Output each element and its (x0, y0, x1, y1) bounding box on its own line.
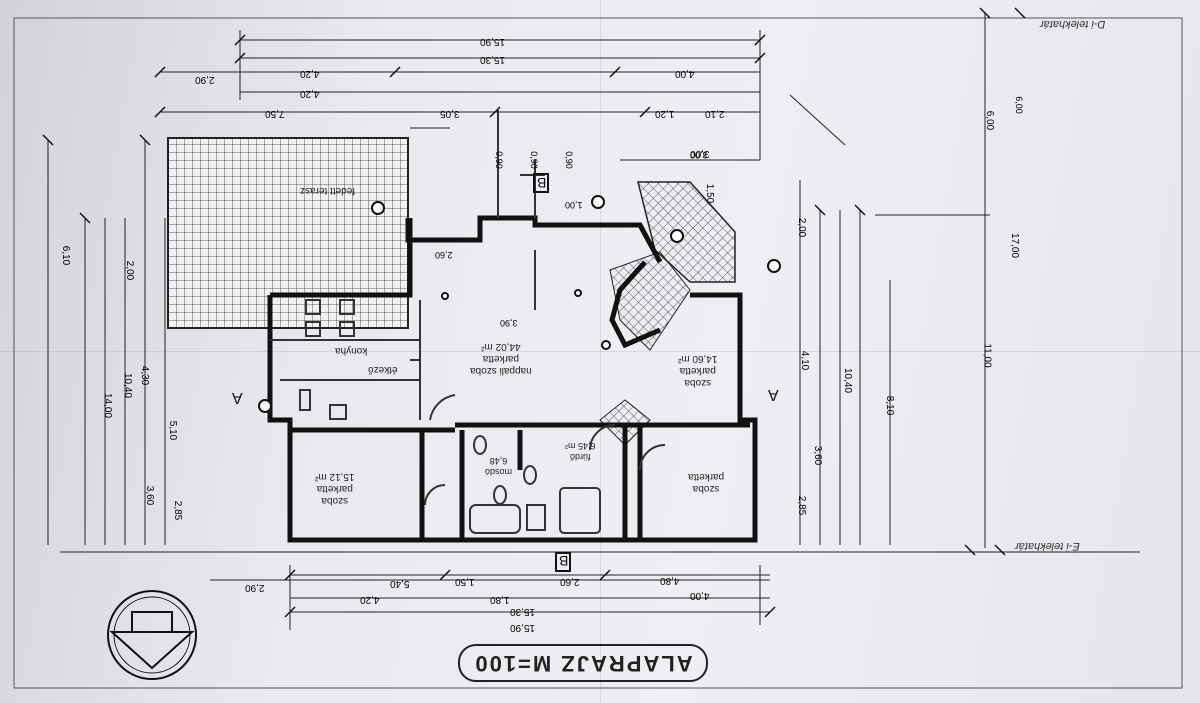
dim-left-4: 3,60 (144, 485, 156, 506)
dim-right-5: 4,10 (799, 350, 811, 371)
dim-top-1: 15,30 (480, 54, 506, 65)
dim-top-2: 4,20 (300, 68, 320, 79)
room-label-furdo: fürdő 6,45 m² (565, 440, 596, 462)
north-arrow-symbol (107, 590, 197, 680)
misc-label-7: 0,90 (563, 151, 574, 169)
dim-left-2: 10,40 (122, 372, 134, 399)
dim-left-1: 14,00 (102, 392, 114, 419)
room-floor: parketta (316, 483, 353, 494)
fold-line-horizontal (0, 351, 1200, 352)
room-name: étkező (368, 364, 398, 375)
dim-bottom-2: 4,00 (690, 590, 710, 601)
section-mark-a-left: A (232, 389, 243, 406)
section-mark-b-top: B (537, 175, 547, 191)
room-label-konyha: konyha (335, 345, 367, 356)
walls (267, 215, 758, 543)
dim-right-2: 10,40 (842, 367, 854, 394)
section-mark-b-bottom: B (559, 553, 569, 569)
dim-bottom-4: 4,80 (660, 575, 680, 586)
room-name: szoba (321, 495, 349, 506)
dim-bottom-9: 1,80 (490, 594, 510, 605)
room-name: mosdó (485, 467, 513, 477)
street-label-top: D-i telekhatár (1040, 18, 1106, 30)
dim-top-9: 3,05 (440, 108, 460, 119)
room-label-etkezo: étkező (368, 364, 397, 375)
room-floor: parketta (482, 353, 519, 364)
dim-right-0: 17,00 (1009, 232, 1021, 259)
misc-label-3: 3,90 (500, 318, 518, 328)
room-floor: parketta (688, 471, 725, 482)
dim-right-1: 11,00 (981, 343, 993, 368)
drawing-title: ALAPRAJZ M=100 (458, 644, 708, 682)
room-area: 14,60 m² (678, 353, 718, 364)
room-name: fürdő (570, 452, 591, 462)
dim-right-6: 2,85 (796, 495, 808, 516)
dim-bottom-6: 5,40 (390, 578, 410, 589)
dim-top-10: 1,20 (655, 108, 675, 119)
room-label-szoba3: szoba parketta (688, 470, 724, 494)
dim-bottom-0: 15,90 (510, 622, 536, 633)
dim-right-7: 3,60 (812, 445, 824, 466)
street-label-bottom: É-i telekhatár (1015, 540, 1080, 552)
dim-top-6: 2,10 (705, 108, 725, 119)
room-name: fedett terasz (300, 185, 356, 196)
misc-label-0: 1,00 (565, 200, 583, 210)
room-floor: parketta (679, 365, 716, 376)
fold-line-vertical (600, 0, 601, 703)
misc-label-1: 3,00 (690, 150, 708, 160)
dim-top-7: 4,20 (300, 88, 320, 99)
room-name: szoba (692, 483, 720, 494)
dim-left-5: 2,85 (172, 500, 184, 521)
dim-bottom-7: 2,60 (560, 576, 580, 587)
room-label-szoba1: szoba parketta 15,12 m² (315, 470, 354, 506)
room-label-mosdo: mosdó 6,48 (485, 455, 512, 477)
dim-left-6: 2,00 (124, 260, 136, 281)
dim-bottom-5: 2,90 (245, 582, 265, 593)
room-area: 6,48 (489, 456, 508, 466)
dim-top-4: 4,00 (675, 68, 695, 79)
dim-left-3: 5,10 (167, 420, 179, 441)
room-label-terasz: fedett terasz (300, 185, 355, 196)
room-label-nappali: nappali szoba parketta 44,02 m² (470, 340, 532, 376)
room-name: konyha (335, 345, 368, 356)
dim-bottom-1: 15,30 (510, 606, 536, 617)
dim-top-11: 1,50 (704, 183, 716, 204)
dim-top-8: 7,50 (265, 108, 285, 119)
misc-label-5: 0,90 (493, 151, 504, 169)
room-label-szoba2: szoba parketta 14,60 m² (678, 352, 717, 388)
dim-bottom-8: 1,50 (455, 576, 475, 587)
section-mark-a-right: A (768, 386, 779, 403)
dim-bottom-3: 4,20 (360, 594, 380, 605)
misc-label-4: 6,00 (1013, 96, 1024, 114)
dim-left-7: 4,30 (139, 365, 151, 386)
terrace-tiled-area (167, 137, 409, 329)
room-area: 6,45 m² (565, 441, 596, 451)
dim-right-4: 6,00 (984, 110, 996, 131)
dim-top-0: 15,90 (480, 36, 506, 47)
room-area: 44,02 m² (481, 341, 521, 352)
dim-top-3: 2,90 (195, 74, 215, 85)
dim-left-0: 6,10 (60, 245, 72, 266)
misc-label-2: 2,60 (435, 250, 453, 260)
room-name: nappali szoba (470, 365, 532, 376)
dim-right-8: 2,00 (796, 217, 808, 238)
misc-label-6: 0,90 (528, 151, 539, 169)
dim-right-3: 8,10 (884, 395, 896, 416)
room-name: szoba (684, 377, 712, 388)
room-area: 15,12 m² (315, 471, 355, 482)
